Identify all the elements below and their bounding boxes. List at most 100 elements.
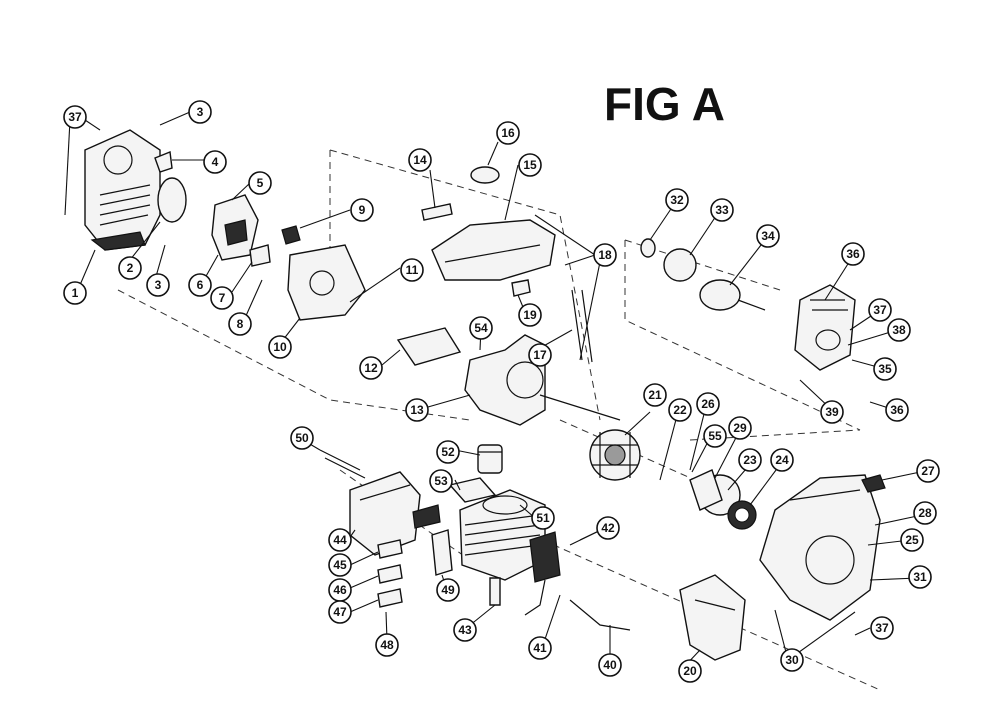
flywheel bbox=[589, 429, 641, 481]
callout-balloon bbox=[375, 633, 399, 657]
callout-53: 53 bbox=[429, 469, 453, 493]
callout-27: 27 bbox=[916, 459, 940, 483]
callout-number: 29 bbox=[733, 421, 747, 435]
plate-47 bbox=[377, 588, 403, 608]
callout-number: 40 bbox=[603, 658, 617, 672]
callout-number: 23 bbox=[743, 453, 757, 467]
callout-number: 8 bbox=[237, 317, 244, 331]
callout-21: 21 bbox=[643, 383, 667, 407]
callout-3: 3 bbox=[146, 273, 170, 297]
callout-19: 19 bbox=[518, 303, 542, 327]
cylinder bbox=[459, 489, 546, 581]
callout-number: 6 bbox=[197, 278, 204, 292]
callout-43: 43 bbox=[453, 618, 477, 642]
throttle-link bbox=[569, 599, 631, 631]
callout-balloon bbox=[63, 105, 87, 129]
carburetor bbox=[211, 194, 259, 261]
callout-balloon bbox=[436, 578, 460, 602]
callout-number: 44 bbox=[333, 533, 347, 547]
callout-balloon bbox=[496, 121, 520, 145]
muffler-screen bbox=[412, 504, 441, 529]
callout-15: 15 bbox=[518, 153, 542, 177]
callout-balloon bbox=[908, 565, 932, 589]
callout-balloon bbox=[887, 318, 911, 342]
callout-number: 52 bbox=[441, 445, 455, 459]
callout-balloon bbox=[518, 153, 542, 177]
callout-41: 41 bbox=[528, 636, 552, 660]
callout-number: 28 bbox=[918, 506, 932, 520]
primer bbox=[281, 225, 301, 245]
callout-number: 16 bbox=[501, 126, 515, 140]
callout-9: 9 bbox=[350, 198, 374, 222]
callout-balloon bbox=[668, 398, 692, 422]
callout-balloon bbox=[728, 416, 752, 440]
callout-31: 31 bbox=[908, 565, 932, 589]
callout-number: 11 bbox=[406, 263, 419, 277]
callout-balloon bbox=[916, 459, 940, 483]
callout-number: 42 bbox=[601, 521, 615, 535]
piston bbox=[477, 444, 503, 474]
callout-balloon bbox=[408, 148, 432, 172]
callout-38: 38 bbox=[887, 318, 911, 342]
callout-52: 52 bbox=[436, 440, 460, 464]
crankcase bbox=[464, 334, 621, 426]
callout-number: 27 bbox=[921, 464, 935, 478]
callout-number: 51 bbox=[536, 511, 550, 525]
callout-balloon bbox=[146, 273, 170, 297]
callout-balloon bbox=[228, 312, 252, 336]
callout-balloon bbox=[248, 171, 272, 195]
callout-number: 47 bbox=[333, 605, 347, 619]
callout-balloon bbox=[328, 528, 352, 552]
callout-number: 37 bbox=[68, 110, 82, 124]
muffler-bolts bbox=[319, 449, 366, 479]
callout-number: 2 bbox=[127, 261, 134, 275]
callout-number: 34 bbox=[761, 229, 775, 243]
callout-8: 8 bbox=[228, 312, 252, 336]
callout-balloon bbox=[820, 400, 844, 424]
callout-balloon bbox=[696, 392, 720, 416]
callout-16: 16 bbox=[496, 121, 520, 145]
callout-46: 46 bbox=[328, 578, 352, 602]
fuel-tank bbox=[431, 219, 556, 281]
callout-11: 11 bbox=[400, 258, 424, 282]
callout-balloon bbox=[770, 448, 794, 472]
callout-balloon bbox=[593, 243, 617, 267]
callout-number: 55 bbox=[708, 429, 722, 443]
fuel-cap bbox=[470, 166, 500, 184]
callout-48: 48 bbox=[375, 633, 399, 657]
callout-12: 12 bbox=[359, 356, 383, 380]
callout-balloon bbox=[328, 600, 352, 624]
callout-36: 36 bbox=[885, 398, 909, 422]
callout-1: 1 bbox=[63, 281, 87, 305]
callout-51: 51 bbox=[531, 506, 555, 530]
callout-balloon bbox=[841, 242, 865, 266]
callout-number: 3 bbox=[155, 278, 162, 292]
callout-18: 18 bbox=[593, 243, 617, 267]
callout-number: 31 bbox=[913, 570, 927, 584]
callout-number: 36 bbox=[890, 403, 904, 417]
plate-46 bbox=[377, 564, 403, 584]
callout-number: 3 bbox=[197, 105, 204, 119]
callout-balloon bbox=[756, 224, 780, 248]
callout-balloon bbox=[359, 356, 383, 380]
callout-number: 37 bbox=[875, 621, 889, 635]
callout-2: 2 bbox=[118, 256, 142, 280]
starter-handle bbox=[861, 474, 886, 493]
figure-title: FIG A bbox=[604, 78, 725, 130]
callout-number: 33 bbox=[715, 203, 729, 217]
callout-number: 48 bbox=[380, 638, 394, 652]
callout-balloon bbox=[400, 258, 424, 282]
callout-number: 18 bbox=[598, 248, 612, 262]
callout-20: 20 bbox=[678, 659, 702, 683]
callout-balloon bbox=[188, 100, 212, 124]
callout-40: 40 bbox=[598, 653, 622, 677]
air-filter-housing bbox=[84, 129, 161, 251]
callout-balloon bbox=[429, 469, 453, 493]
callout-balloon bbox=[678, 659, 702, 683]
cylinder-gasket bbox=[396, 327, 462, 366]
callout-number: 15 bbox=[523, 158, 537, 172]
plate-45 bbox=[377, 539, 403, 559]
callout-28: 28 bbox=[913, 501, 937, 525]
callout-49: 49 bbox=[436, 578, 460, 602]
